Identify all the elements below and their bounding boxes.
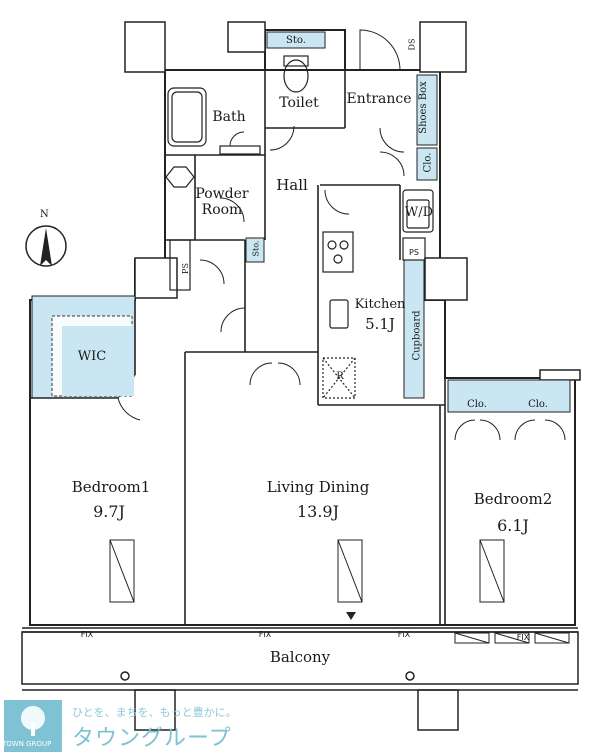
label-storage-top: Sto. (286, 35, 306, 46)
label-wic: WIC (77, 349, 107, 364)
label-toilet: Toilet (279, 95, 319, 111)
label-entrance: Entrance (346, 91, 412, 107)
label-bath: Bath (212, 109, 246, 125)
label-wd: W/D (404, 205, 434, 220)
footer-brand: タウングループ (72, 726, 232, 751)
label-bedroom1: Bedroom1 (71, 478, 151, 496)
label-cupboard: Cupboard (411, 310, 423, 361)
label-kitchen: Kitchen (354, 297, 406, 312)
north-label: N (40, 209, 49, 220)
label-bedroom2-size: 6.1J (497, 516, 529, 535)
label-bedroom2: Bedroom2 (473, 490, 553, 508)
label-shoes-box: Shoes Box (417, 81, 429, 134)
label-balcony: Balcony (269, 648, 331, 666)
label-ps-right: PS (409, 248, 419, 257)
footer-slogan: ひとを、まちを、もっと豊かに。 (72, 706, 237, 719)
compass-icon (25, 225, 67, 267)
label-storage-small: Sto. (251, 240, 261, 257)
label-fix-center: FIX (258, 630, 272, 639)
label-closet-b2-left: Clo. (467, 399, 487, 410)
label-refrigerator: R (336, 371, 344, 382)
label-powder-room-line2: Room (201, 202, 243, 218)
label-hall: Hall (276, 176, 308, 194)
town-group-logo (4, 700, 62, 752)
logo-text: TOWN GROUP (2, 740, 52, 748)
label-kitchen-size: 5.1J (365, 315, 395, 333)
label-ds: DS (407, 38, 417, 51)
label-fix-left: FIX (80, 630, 94, 639)
label-ps-left: PS (180, 263, 190, 274)
label-fix-right: FIX (397, 630, 411, 639)
label-bedroom1-size: 9.7J (93, 502, 125, 521)
label-fix-far-right: FIX (516, 633, 530, 642)
label-living-dining-size: 13.9J (296, 502, 340, 521)
label-powder-room-line1: Powder (195, 186, 249, 202)
label-closet-entry: Clo. (422, 152, 434, 173)
label-closet-b2-right: Clo. (528, 399, 548, 410)
label-living-dining: Living Dining (266, 478, 370, 496)
